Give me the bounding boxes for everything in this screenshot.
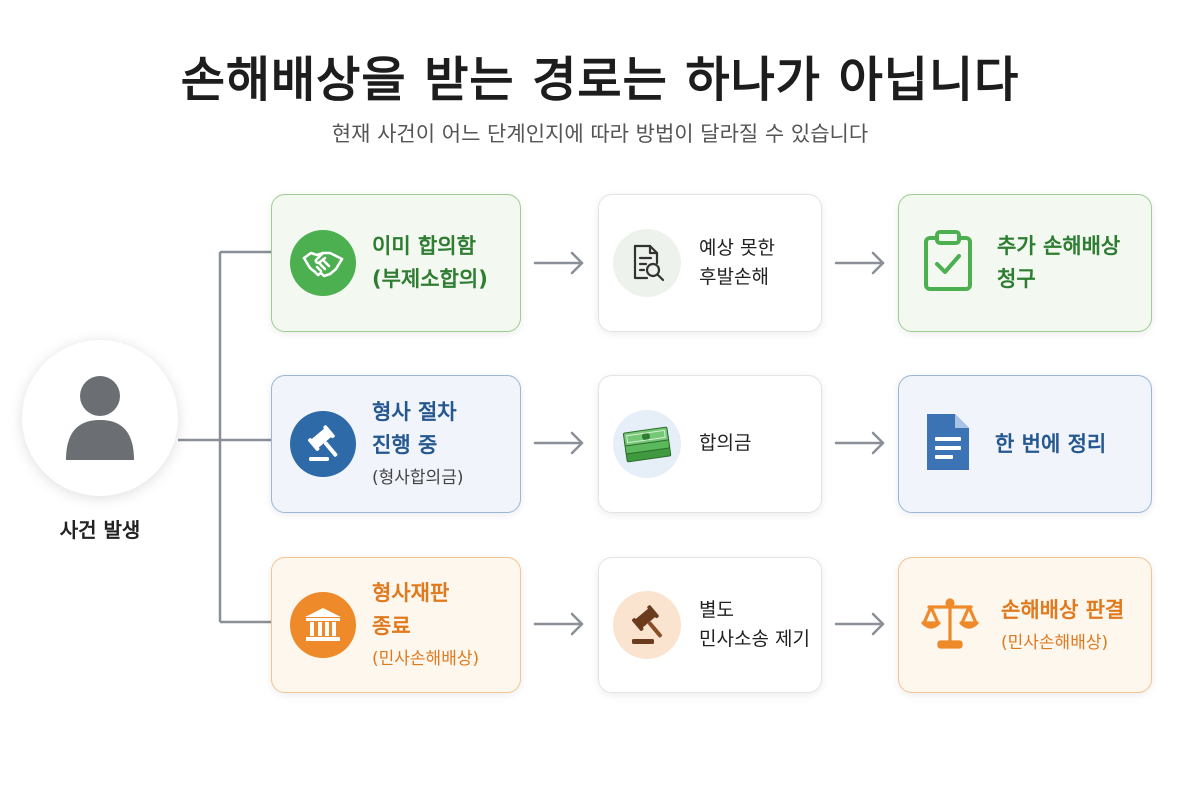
arrow-right-icon (533, 251, 584, 275)
process-card-civil-suit: 별도 민사소송 제기 (598, 557, 822, 693)
result-line2: 청구 (997, 267, 1036, 291)
handshake-icon (290, 230, 356, 296)
process-line1: 별도 (699, 598, 734, 621)
stage-subtitle: (민사손해배상) (372, 649, 480, 670)
result-card-additional-claim: 추가 손해배상 청구 (898, 194, 1152, 332)
result-line1: 한 번에 정리 (995, 431, 1107, 456)
arrow-right-icon (834, 612, 885, 636)
process-card-later-damage: 예상 못한 후발손해 (598, 194, 822, 332)
process-line1: 예상 못한 (699, 236, 775, 259)
result-line1: 손해배상 판결 (1001, 597, 1125, 622)
process-line1: 합의금 (699, 432, 752, 455)
person-icon (66, 376, 134, 460)
gavel-icon (290, 411, 356, 477)
stage-subtitle: (부제소합의) (372, 267, 488, 291)
arrow-right-icon (834, 431, 885, 455)
result-subtitle: (민사손해배상) (1001, 633, 1109, 654)
stage-card-criminal-proceeding: 형사 절차 진행 중 (형사합의금) (271, 375, 521, 513)
scales-icon (921, 595, 979, 655)
stage-title: 형사 절차 (372, 400, 457, 425)
result-line1: 추가 손해배상 (997, 234, 1121, 259)
start-label: 사건 발생 (59, 518, 141, 542)
document-search-icon (613, 229, 681, 297)
document-icon (921, 411, 973, 477)
stage-card-trial-ended: 형사재판 종료 (민사손해배상) (271, 557, 521, 693)
arrow-right-icon (834, 251, 885, 275)
process-card-settlement: 합의금 (598, 375, 822, 513)
stage-card-settled: 이미 합의함 (부제소합의) (271, 194, 521, 332)
arrow-right-icon (533, 431, 584, 455)
stage-title: 형사재판 (372, 581, 450, 606)
stage-title-line2: 진행 중 (372, 432, 438, 457)
result-card-damages-judgment: 손해배상 판결 (민사손해배상) (898, 557, 1152, 693)
money-icon (613, 410, 681, 478)
courthouse-icon (290, 592, 356, 658)
result-card-one-time-settlement: 한 번에 정리 (898, 375, 1152, 513)
arrow-right-icon (533, 612, 584, 636)
gavel-icon (613, 591, 681, 659)
stage-title-line2: 종료 (372, 613, 411, 638)
process-line2: 민사소송 제기 (699, 628, 810, 650)
stage-subtitle: (형사합의금) (372, 468, 464, 489)
start-node (22, 340, 178, 496)
process-line2: 후발손해 (699, 266, 769, 288)
page-title: 손해배상을 받는 경로는 하나가 아닙니다 (180, 52, 1020, 108)
stage-title: 이미 합의함 (372, 234, 476, 259)
clipboard-check-icon (921, 229, 975, 297)
page-subtitle: 현재 사건이 어느 단계인지에 따라 방법이 달라질 수 있습니다 (331, 122, 869, 146)
